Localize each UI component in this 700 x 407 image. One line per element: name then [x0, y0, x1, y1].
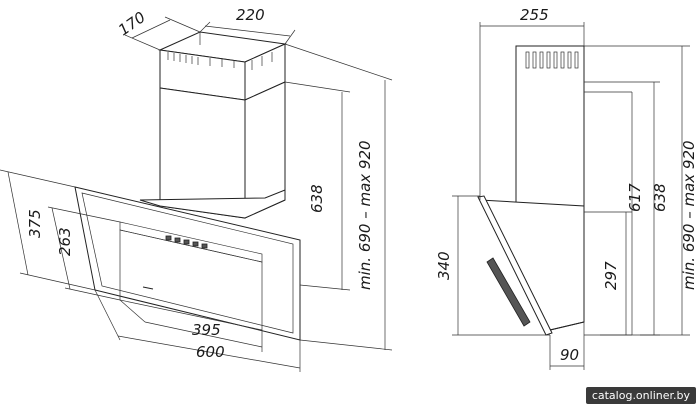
dim-395: 395 [192, 321, 221, 339]
dim-617: 617 [626, 183, 644, 212]
side-glass [477, 195, 553, 336]
dim-375: 375 [26, 209, 44, 238]
chimney-vents [167, 52, 273, 70]
dim-638: 638 [308, 184, 326, 213]
control-buttons [165, 235, 208, 249]
handle [142, 286, 154, 290]
dim-line-263 [51, 207, 71, 290]
dim-340: 340 [435, 251, 453, 280]
side-chimney [515, 45, 585, 207]
dim-line-395 [144, 321, 263, 348]
side-handle [486, 257, 531, 327]
glass-inner-edge [81, 192, 294, 334]
dim-line-375 [7, 171, 29, 276]
dim-638-side: 638 [651, 183, 669, 212]
dim-range-front: min. 690 – max 920 [356, 140, 374, 290]
dim-90: 90 [560, 346, 579, 364]
watermark: catalog.onliner.by [585, 387, 696, 404]
mount-block [139, 189, 286, 219]
dim-line-600 [117, 335, 301, 369]
side-chimney-vents [525, 51, 579, 69]
dim-line-220 [204, 25, 291, 37]
dim-600: 600 [196, 343, 225, 361]
dim-range-side: min. 690 – max 920 [680, 140, 698, 290]
dim-170: 170 [115, 8, 149, 39]
side-view: 255 340 90 297 617 638 min. 690 – max 92… [435, 6, 698, 370]
dim-220: 220 [236, 6, 265, 24]
front-view: 220 170 638 min. 690 – max 920 375 263 3… [0, 6, 393, 372]
dim-line-170 [131, 19, 171, 39]
dim-297: 297 [602, 261, 620, 290]
dim-255: 255 [520, 6, 549, 24]
dim-263: 263 [56, 227, 74, 256]
